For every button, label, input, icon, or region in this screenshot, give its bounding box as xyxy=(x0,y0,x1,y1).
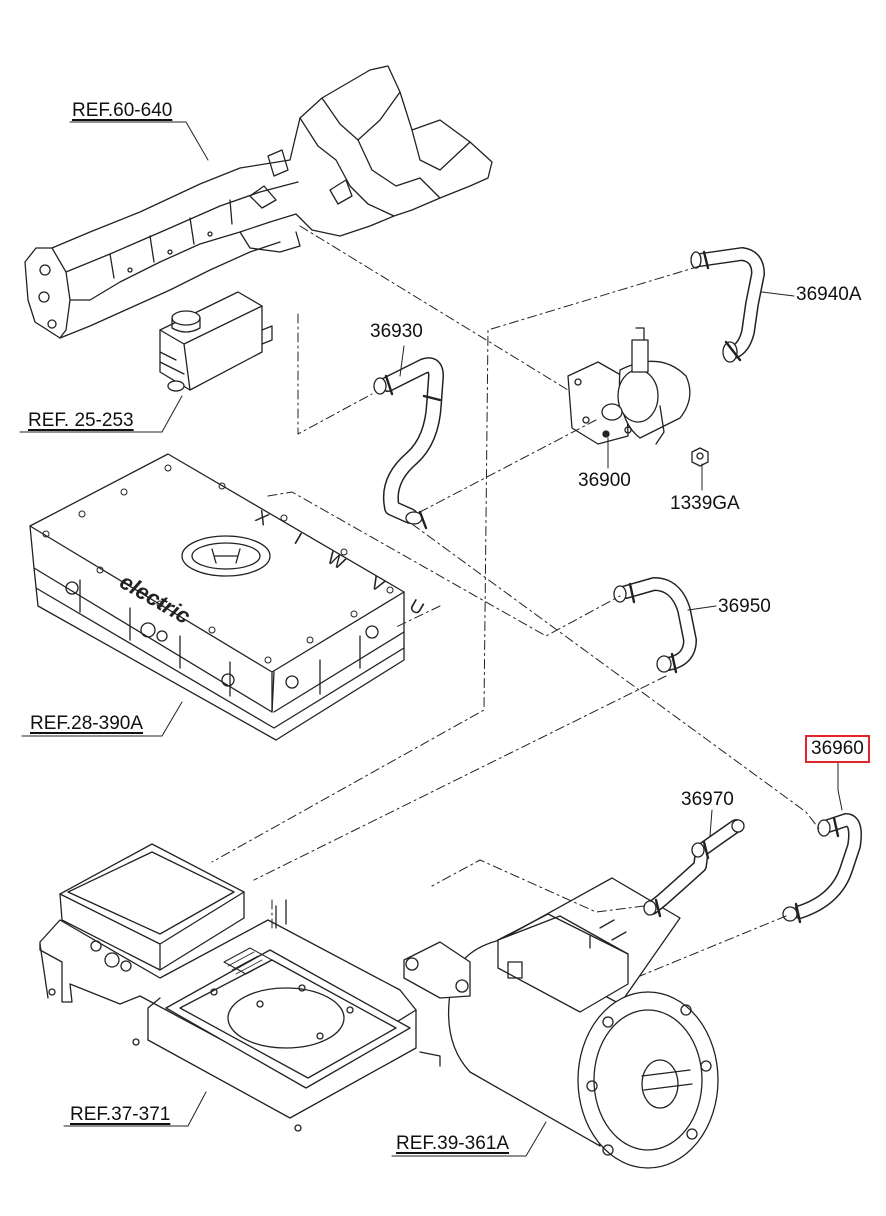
ref-inverter-label[interactable]: REF.37-371 xyxy=(70,1104,171,1125)
water-pump xyxy=(567,327,691,445)
battery-pack xyxy=(29,453,405,741)
part-36940A-label[interactable]: 36940A xyxy=(796,284,862,305)
part-36960-label[interactable]: 36960 xyxy=(805,735,870,763)
part-36950-label[interactable]: 36950 xyxy=(718,596,771,617)
nut-1339GA xyxy=(691,447,709,467)
hose-36970 xyxy=(643,819,745,918)
traction-motor xyxy=(403,877,719,1169)
coolant-reservoir xyxy=(159,291,273,392)
ref-battery-label[interactable]: REF.28-390A xyxy=(30,713,144,734)
frame-rail-assembly xyxy=(24,65,493,339)
leader-lines xyxy=(19,121,843,1157)
part-36930-label[interactable]: 36930 xyxy=(370,321,423,342)
part-36900-label[interactable]: 36900 xyxy=(578,470,631,491)
hose-36960 xyxy=(782,813,862,924)
ref-frame-label[interactable]: REF.60-640 xyxy=(72,100,173,121)
connection-lines xyxy=(211,225,821,977)
hose-36950 xyxy=(613,577,697,674)
part-1339GA-label[interactable]: 1339GA xyxy=(670,493,740,514)
hose-36940A xyxy=(690,247,765,363)
part-36970-label[interactable]: 36970 xyxy=(681,789,734,810)
ref-reservoir-label[interactable]: REF. 25-253 xyxy=(28,410,134,431)
inverter-controller xyxy=(39,843,441,1132)
ref-motor-label[interactable]: REF.39-361A xyxy=(396,1133,510,1154)
hose-36930 xyxy=(373,357,444,530)
